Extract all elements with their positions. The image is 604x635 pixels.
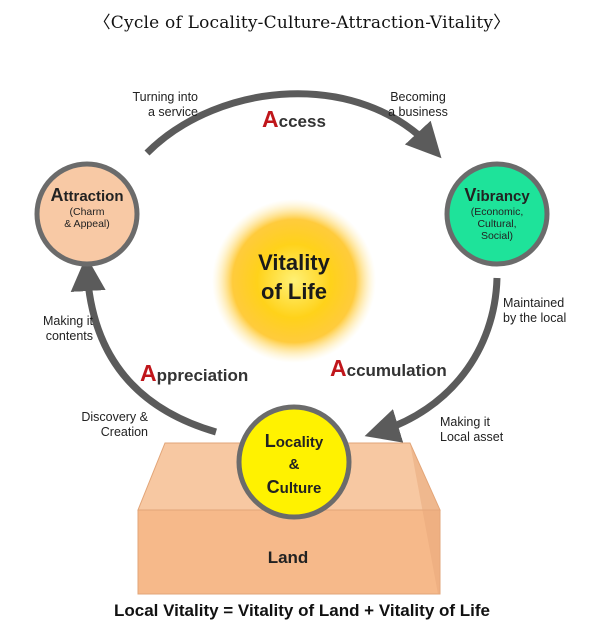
access-arrow [144, 90, 442, 159]
vibrancy-rest: ibrancy [476, 188, 530, 205]
attraction-rest: ttraction [63, 188, 124, 205]
locality-amp: & [288, 456, 300, 473]
culture-rest: ulture [279, 480, 322, 497]
accumulation-label: Accumulation [330, 355, 447, 381]
attraction-label: Attraction (Charm & Appeal) [37, 185, 137, 230]
center-vitality-text: Vitality of Life [224, 248, 364, 306]
access-label: Access [262, 106, 326, 132]
center-line2: of Life [261, 279, 327, 304]
attraction-sub1: (Charm [69, 206, 105, 218]
discovery-label: Discovery &Creation [81, 410, 148, 439]
vibrancy-cap: V [464, 185, 477, 205]
locality-rest: ocality [275, 434, 324, 451]
locality-node [236, 404, 352, 520]
land-front-face [137, 509, 441, 595]
vibrancy-sub2: Cultural, [477, 218, 517, 230]
center-line1: Vitality [258, 250, 330, 275]
formula-text: Local Vitality = Vitality of Land + Vita… [114, 601, 490, 620]
sun-glow [212, 199, 376, 363]
vibrancy-sub3: Social) [480, 230, 514, 242]
attraction-sub2: & Appeal) [64, 218, 110, 230]
attraction-cap: A [50, 185, 64, 205]
land-side-shade [410, 443, 440, 594]
accumulation-arrow [364, 277, 501, 443]
vibrancy-node [444, 161, 550, 267]
appreciation-label: Appreciation [140, 360, 249, 386]
land-label: Land [267, 548, 309, 567]
locality-label: Locality & Culture [244, 430, 344, 500]
vibrancy-label: Vibrancy (Economic, Cultural, Social) [447, 185, 547, 242]
culture-cap: C [266, 477, 280, 497]
diagram-title: 〈Cycle of Locality-Culture-Attraction-Vi… [93, 13, 511, 33]
attraction-node [34, 161, 140, 267]
locality-cap: L [264, 431, 276, 451]
appreciation-arrow [70, 256, 217, 436]
vibrancy-sub1: (Economic, [470, 206, 524, 218]
